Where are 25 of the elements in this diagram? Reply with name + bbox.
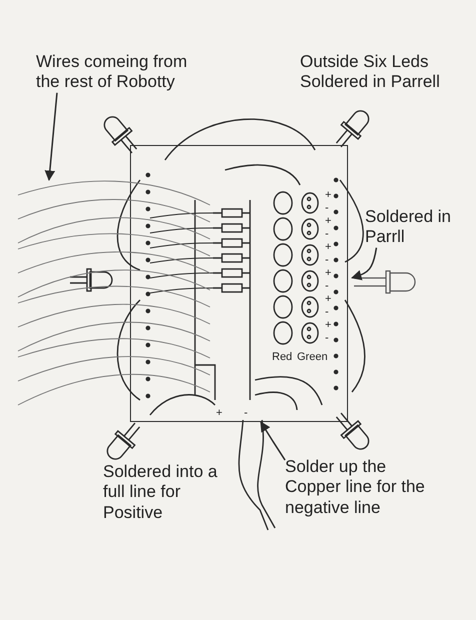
- board-label: +: [216, 408, 222, 419]
- board-label: -: [325, 281, 329, 292]
- board-label: -: [325, 255, 329, 266]
- board-label: -: [325, 203, 329, 214]
- board-label: +: [325, 242, 332, 253]
- circuit-board: [130, 145, 348, 422]
- leader-arrow: [260, 421, 286, 460]
- handwritten-note: Wires comeing from the rest of Robotty: [36, 52, 188, 93]
- handwritten-note: Solder up the Copper line for the negative line: [285, 457, 425, 518]
- board-label: Green: [297, 352, 328, 363]
- leader-arrow: [351, 248, 378, 280]
- board-label: -: [325, 307, 329, 318]
- board-label: -: [325, 333, 329, 344]
- handwritten-note: Soldered in Parrll: [365, 207, 452, 248]
- board-label: +: [325, 320, 332, 331]
- board-label: +: [325, 190, 332, 201]
- board-label: +: [325, 268, 332, 279]
- leader-arrow: [44, 92, 58, 182]
- handwritten-note: Soldered into a full line for Positive: [103, 462, 218, 524]
- handwritten-note: Outside Six Leds Soldered in Parrell: [300, 52, 441, 93]
- board-label: Red: [272, 352, 292, 363]
- board-label: -: [244, 408, 248, 419]
- board-label: +: [325, 294, 332, 305]
- board-label: -: [325, 229, 329, 240]
- board-label: +: [325, 216, 332, 227]
